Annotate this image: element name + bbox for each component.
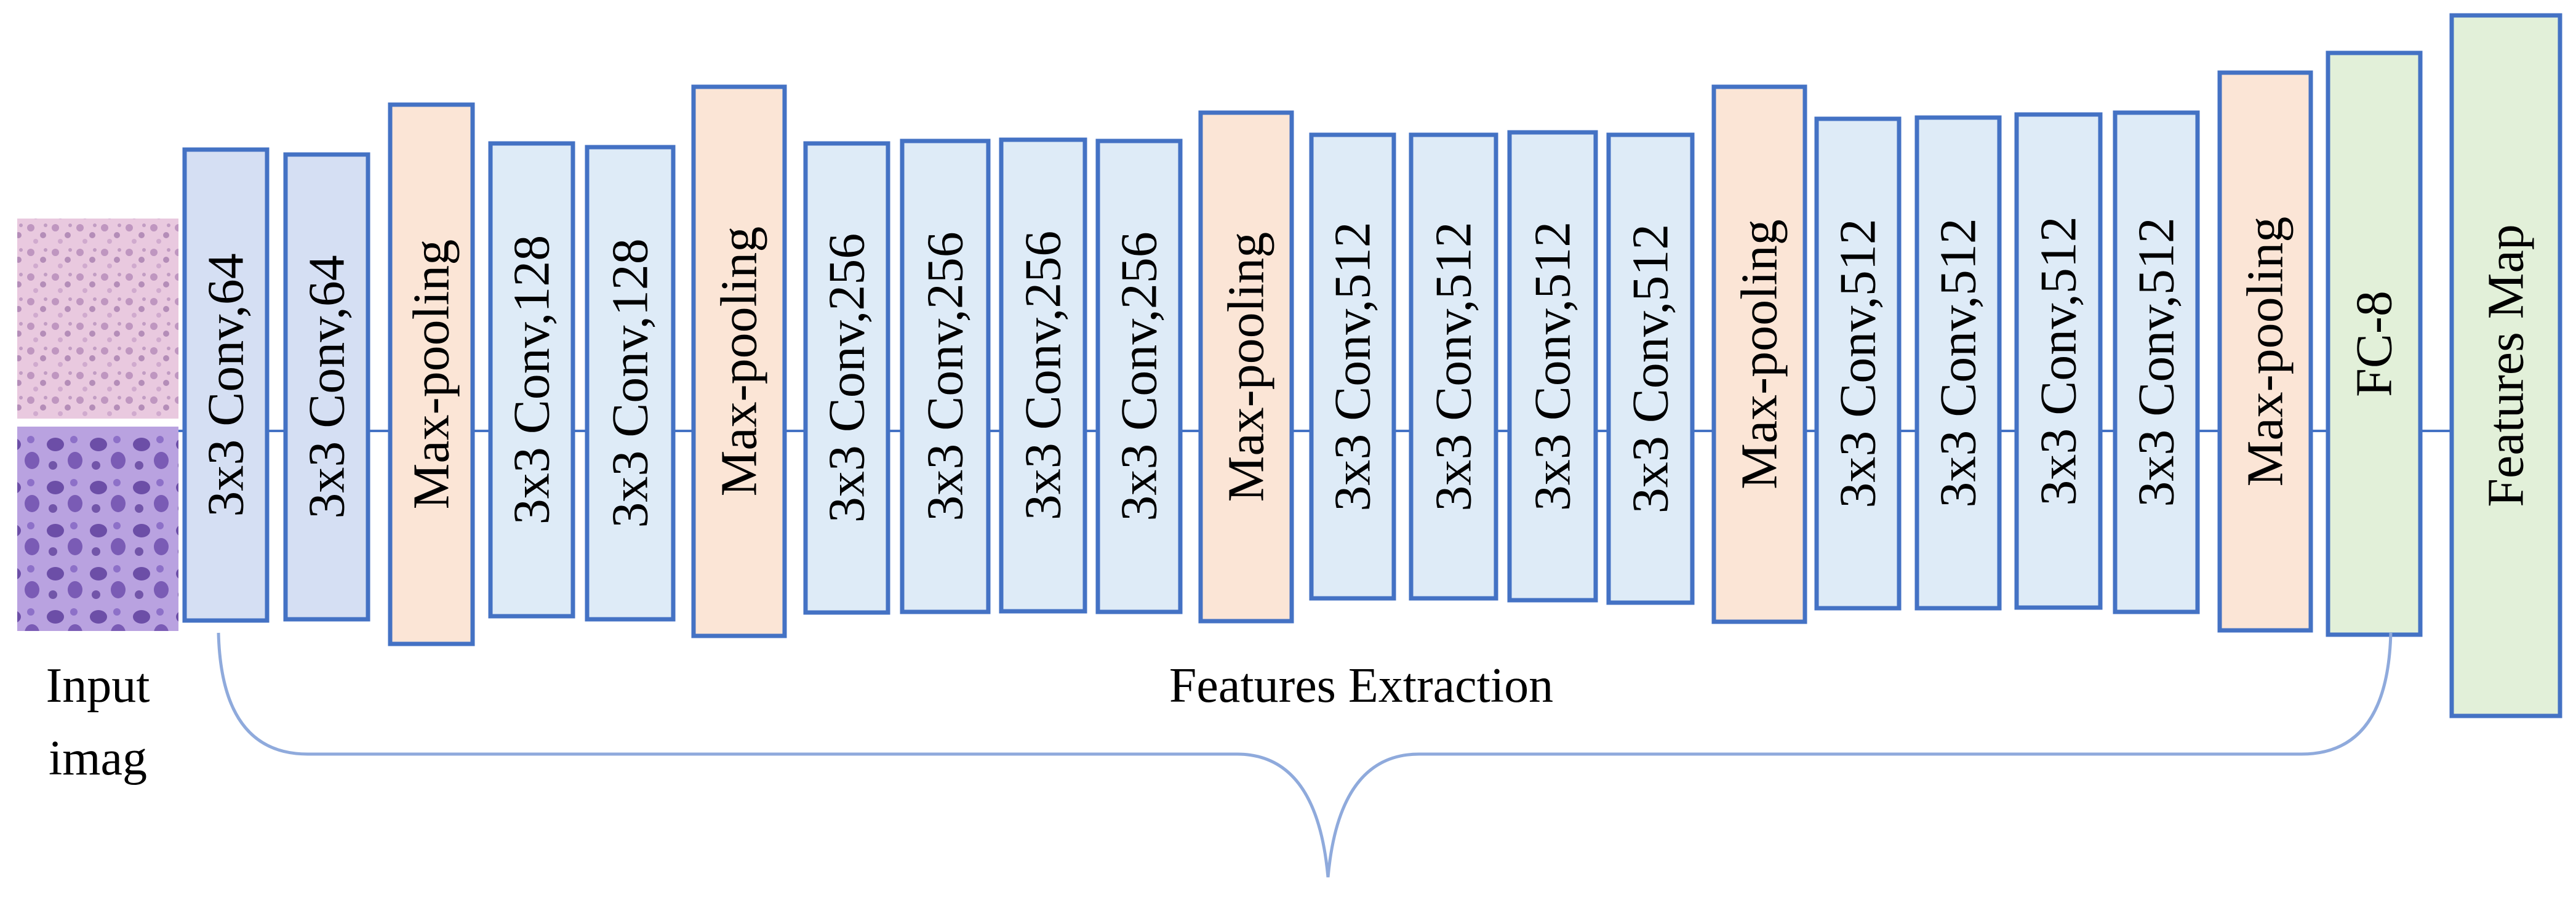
features-extraction-brace: [217, 632, 2393, 878]
layer-label: FC-8: [2346, 291, 2403, 397]
layer-conv-8: 3x3 Conv,256: [900, 139, 991, 614]
layer-box: [1409, 132, 1498, 601]
layer-box: [585, 145, 676, 622]
features-extraction-label: Features Extraction: [1169, 659, 1553, 713]
layer-box: [803, 141, 890, 615]
layer-box: [182, 147, 270, 623]
layer-label: 3x3 Conv,512: [1622, 224, 1679, 514]
layer-box: [691, 84, 787, 638]
layer-box: [999, 137, 1087, 614]
layer-box: [1914, 115, 2002, 611]
layer-box: [388, 102, 475, 646]
layer-conv-13: 3x3 Conv,512: [1409, 132, 1498, 601]
layer-conv64-1: 3x3 Conv,64: [182, 147, 270, 623]
layer-label: 3x3 Conv,128: [503, 235, 561, 525]
input-images: [17, 219, 178, 631]
layer-conv-18: 3x3 Conv,512: [1914, 115, 2002, 611]
layer-box: [1711, 84, 1807, 624]
layer-box: [2014, 112, 2103, 610]
layer-box: [1606, 132, 1695, 605]
layer-conv-19: 3x3 Conv,512: [2014, 112, 2103, 610]
layer-pool-16: Max-pooling: [1711, 84, 1807, 624]
layer-conv-5: 3x3 Conv,128: [585, 145, 676, 622]
layer-label: Max-pooling: [1218, 232, 1275, 502]
layer-conv-12: 3x3 Conv,512: [1309, 132, 1396, 601]
layer-label: 3x3 Conv,512: [2128, 217, 2185, 507]
layer-conv-20: 3x3 Conv,512: [2113, 110, 2200, 614]
layer-box: [900, 139, 991, 614]
layer-label: 3x3 Conv,512: [1524, 222, 1582, 512]
layer-conv-15: 3x3 Conv,512: [1606, 132, 1695, 605]
layer-box: [1507, 130, 1598, 603]
layer-label: 3x3 Conv,512: [1930, 218, 1987, 508]
layer-label: 3x3 Conv,64: [198, 253, 255, 517]
layer-label: 3x3 Conv,64: [298, 255, 356, 519]
layer-box: [1095, 139, 1183, 614]
layer-label: 3x3 Conv,512: [1830, 219, 1887, 508]
histology-cell-image: [17, 427, 178, 631]
layer-box: [1198, 110, 1294, 624]
layer-output-23: Features Map: [2449, 13, 2562, 718]
layer-label: 3x3 Conv,256: [917, 231, 974, 521]
layer-conv-7: 3x3 Conv,256: [803, 141, 890, 615]
layer-pool-3: Max-pooling: [388, 102, 475, 646]
layer-label: 3x3 Conv,512: [2030, 216, 2087, 506]
layer-pool-21: Max-pooling: [2217, 70, 2313, 633]
layer-box: [2217, 70, 2313, 633]
layer-box: [2449, 13, 2562, 718]
layer-pool-11: Max-pooling: [1198, 110, 1294, 624]
layer-box: [1814, 116, 1902, 611]
layer-box: [1309, 132, 1396, 601]
layer-box: [488, 141, 575, 619]
layer-conv-9: 3x3 Conv,256: [999, 137, 1087, 614]
layer-fc-22: FC-8: [2326, 50, 2423, 637]
input-label-line1: Input: [46, 659, 150, 713]
layer-stack: 3x3 Conv,64 3x3 Conv,64 Max-pooling 3x3 Con…: [182, 13, 2562, 718]
layer-box: [2326, 50, 2423, 637]
layer-pool-6: Max-pooling: [691, 84, 787, 638]
layer-conv64-2: 3x3 Conv,64: [283, 152, 370, 622]
layer-label: 3x3 Conv,128: [602, 238, 659, 528]
layer-label: Max-pooling: [711, 227, 768, 497]
histology-tissue-image: [17, 219, 178, 419]
layer-label: Max-pooling: [1731, 219, 1788, 489]
layer-label: Features Map: [2478, 224, 2535, 507]
layer-conv-4: 3x3 Conv,128: [488, 141, 575, 619]
layer-conv-14: 3x3 Conv,512: [1507, 130, 1598, 603]
layer-box: [283, 152, 370, 622]
layer-box: [2113, 110, 2200, 614]
input-label-line2: imag: [49, 731, 147, 785]
layer-label: Max-pooling: [403, 239, 460, 510]
layer-label: Max-pooling: [2237, 217, 2294, 487]
layer-conv-17: 3x3 Conv,512: [1814, 116, 1902, 611]
layer-label: 3x3 Conv,256: [818, 233, 876, 523]
layer-label: 3x3 Conv,256: [1111, 231, 1168, 521]
layer-label: 3x3 Conv,512: [1324, 222, 1382, 512]
layer-label: 3x3 Conv,512: [1425, 222, 1482, 512]
layer-conv-10: 3x3 Conv,256: [1095, 139, 1183, 614]
layer-label: 3x3 Conv,256: [1015, 231, 1072, 521]
